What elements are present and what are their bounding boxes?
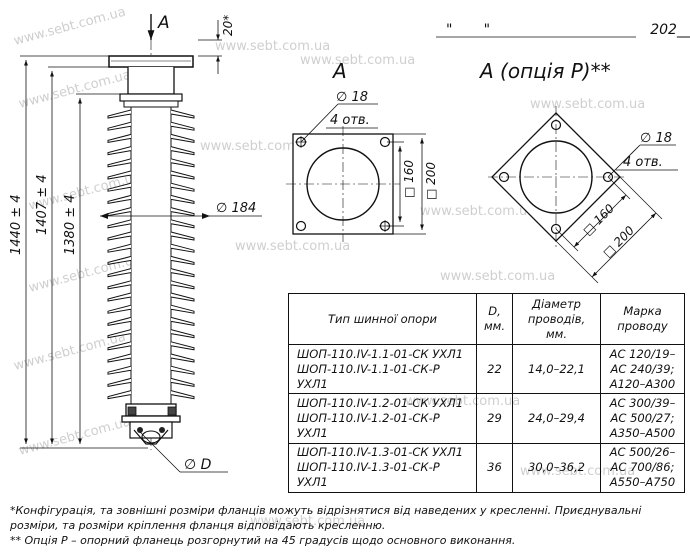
insulator-elevation: А ∅ 184 20* <box>9 13 262 473</box>
cell-range: 14,0–22,1 <box>512 343 601 395</box>
hole-diameter-label-a: ∅ 18 <box>336 90 368 105</box>
col-header-type: Тип шинної опори <box>288 293 477 345</box>
shed-diameter-label: ∅ 184 <box>216 201 256 216</box>
cell-mark-line: А550–А750 <box>609 475 676 490</box>
col-header-mark: Марка проводу <box>600 293 685 345</box>
note-1: *Конфігурація, та зовнішні розміри фланц… <box>10 504 642 532</box>
insulator-shed <box>107 121 195 131</box>
insulator-shed <box>107 255 195 265</box>
insulator-shed <box>107 390 195 400</box>
hole-diameter-label-p: ∅ 18 <box>640 131 672 146</box>
view-a-label: А <box>331 59 347 83</box>
watermark: www.sebt.com.ua <box>300 53 415 68</box>
cell-type-line: ШОП-110.IV-1.2-01-СК-Р УХЛ1 <box>297 410 440 440</box>
cell-mark-line: А120–А300 <box>609 376 676 391</box>
body-height-label: 1380 ± 4 <box>63 194 78 255</box>
mid-height-label: 1407 ± 4 <box>35 174 50 235</box>
watermark: www.sebt.com.ua <box>215 39 330 54</box>
cell-mark-line: АС 240/39; <box>610 361 675 376</box>
col-header-d: D, мм. <box>476 293 513 345</box>
cell-mark: АС 300/39–АС 500/27;А350–А500 <box>600 393 685 444</box>
view-arrow-label: А <box>157 13 170 33</box>
cell-mark-line: АС 700/86; <box>610 460 675 475</box>
cell-d: 22 <box>476 343 513 395</box>
view-p-label: А (опція Р)** <box>478 59 611 83</box>
flange-view-p: А (опція Р)** ∅ 18 4 отв. □ 160 □ 200 <box>478 59 678 284</box>
cell-d: 36 <box>476 442 513 494</box>
cell-range: 24,0–29,4 <box>512 393 601 444</box>
inner-square-label-a: □ 160 <box>402 160 416 198</box>
insulator-shed <box>107 316 195 326</box>
watermark: www.sebt.com.ua <box>235 239 350 254</box>
cell-mark-line: АС 500/27; <box>610 410 675 425</box>
insulator-shed <box>107 341 195 351</box>
cell-type-line: ШОП-110.IV-1.1-01-СК-Р УХЛ1 <box>297 361 440 391</box>
insulator-shed <box>107 268 195 278</box>
cell-mark-line: А350–А500 <box>609 425 676 440</box>
watermark: www.sebt.com.ua <box>420 204 535 219</box>
insulator-shed <box>107 292 195 302</box>
cell-mark-line: АС 500/26– <box>609 445 676 460</box>
insulator-shed <box>107 377 195 387</box>
cell-type-line: ШОП-110.IV-1.3-01-СК УХЛ1 <box>297 445 464 460</box>
insulator-shed <box>107 170 195 180</box>
total-height-label: 1440 ± 4 <box>9 194 24 255</box>
cell-range: 30,0–36,2 <box>512 442 601 494</box>
holes-count-label-p: 4 отв. <box>623 155 663 170</box>
watermark: www.sebt.com.ua <box>12 5 127 49</box>
insulator-sheds <box>107 109 195 400</box>
table-header-row: Тип шинної опори D, мм. Діаметр проводів… <box>288 293 685 345</box>
note-2: ** Опція Р – опорний фланець розгорнутий… <box>10 534 516 547</box>
cell-mark: АС 500/26–АС 700/86;А550–А750 <box>600 442 685 494</box>
watermark: www.sebt.com.ua <box>530 97 645 112</box>
watermark: www.sebt.com.ua <box>250 514 365 529</box>
insulator-shed <box>107 182 195 192</box>
holes-count-label-a: 4 отв. <box>330 113 370 128</box>
cell-mark: АС 120/19–АС 240/39;А120–А300 <box>600 343 685 395</box>
insulator-shed <box>107 353 195 363</box>
watermark: www.sebt.com.ua <box>17 415 132 459</box>
spec-table: Тип шинної опори D, мм. Діаметр проводів… <box>288 293 685 494</box>
flange-view-a: А ∅ 18 4 отв. □ 160 □ 200 <box>286 59 438 242</box>
watermark: www.sebt.com.ua <box>17 68 132 112</box>
insulator-shed <box>107 158 195 168</box>
insulator-shed <box>107 280 195 290</box>
insulator-shed <box>107 329 195 339</box>
outer-square-label-p: □ 200 <box>600 223 637 260</box>
date-field: " " 202__ р. <box>436 22 690 38</box>
top-offset-label: 20* <box>221 15 235 36</box>
insulator-shed <box>107 243 195 253</box>
insulator-shed <box>107 365 195 375</box>
watermark: www.sebt.com.ua <box>440 269 555 284</box>
insulator-shed <box>107 133 195 143</box>
insulator-shed <box>107 194 195 204</box>
insulator-shed <box>107 231 195 241</box>
watermark: www.sebt.com.ua <box>200 139 315 154</box>
outer-square-label-a: □ 200 <box>424 162 438 200</box>
insulator-shed <box>107 109 195 119</box>
bottom-diameter-label: ∅ D <box>184 457 212 473</box>
col-header-range: Діаметр проводів, мм. <box>512 293 601 345</box>
insulator-shed <box>107 219 195 229</box>
date-line: " " 202__ р. <box>446 22 690 38</box>
cell-mark-line: АС 300/39– <box>609 395 676 410</box>
cell-type-line: ШОП-110.IV-1.3-01-СК-Р УХЛ1 <box>297 460 440 490</box>
insulator-shed <box>107 146 195 156</box>
insulator-shed <box>107 304 195 314</box>
cell-type-line: ШОП-110.IV-1.1-01-СК УХЛ1 <box>297 346 464 361</box>
cell-type-line: ШОП-110.IV-1.2-01-СК УХЛ1 <box>297 395 464 410</box>
cell-mark-line: АС 120/19– <box>609 346 676 361</box>
cell-d: 29 <box>476 393 513 444</box>
